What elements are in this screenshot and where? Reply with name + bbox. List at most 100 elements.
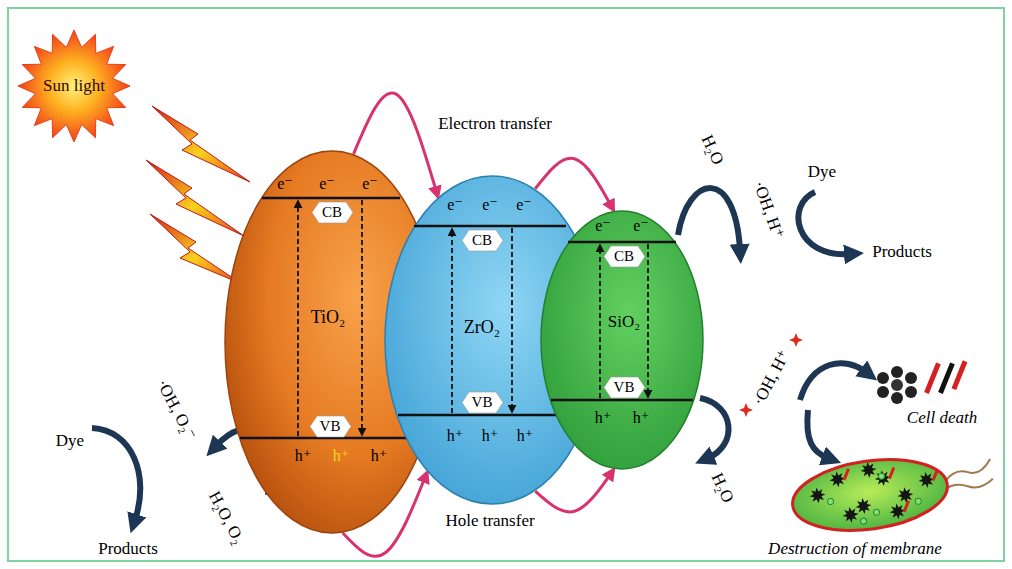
band-hexagon [312, 202, 353, 223]
dead-cell-debris-part [905, 386, 917, 398]
radical-sparks-part [739, 403, 753, 417]
band-name: VB [320, 418, 341, 435]
hole: h⁺ [595, 409, 611, 427]
species-label: ·OH, O₂⁻ [152, 377, 199, 444]
electron: e⁻ [516, 196, 532, 214]
cell-granule [915, 498, 922, 505]
species-label: H₂O, O₂ [204, 488, 247, 547]
band-label: CB [462, 230, 503, 251]
band-name: VB [472, 394, 493, 411]
source-label: Sun light [43, 77, 105, 96]
bacterium-part [943, 459, 993, 482]
particle-outline [541, 211, 703, 469]
band-edge [262, 197, 400, 200]
material-label: ZrO₂ [464, 318, 500, 338]
band-name: CB [322, 204, 342, 221]
cell-rod [932, 469, 939, 481]
radical-sparks [739, 333, 803, 417]
bacterium-part [788, 450, 952, 539]
band-label: VB [310, 416, 351, 437]
damage-spot [854, 497, 872, 515]
reaction-arrows-part [678, 188, 740, 250]
reaction-arrows-part [798, 192, 850, 254]
sun-burst: Sun light [9, 30, 139, 142]
excitation-arrow [511, 228, 513, 412]
species-label: Dye [808, 163, 836, 182]
electron: e⁻ [277, 175, 293, 193]
cell-rod [888, 467, 895, 479]
band-label: VB [462, 392, 503, 413]
species-label: ·OH, H⁺ [749, 179, 787, 242]
dead-cell-debris-part [952, 360, 968, 390]
dead-cell-debris-part [905, 372, 917, 384]
species-label: Products [872, 243, 932, 262]
cell-rod [903, 500, 910, 512]
band-hexagon [310, 416, 351, 437]
hole: h⁺ [447, 427, 463, 445]
light-rays-part [150, 214, 242, 284]
damage-spot [842, 506, 860, 524]
band-label: VB [604, 377, 645, 398]
band-edge [414, 225, 566, 228]
dead-cell-debris-part [924, 362, 941, 394]
species-label: H₂O [697, 132, 727, 168]
cell-rod [843, 468, 850, 480]
hole: h⁺ [482, 427, 498, 445]
band-name: VB [614, 379, 635, 396]
dead-cell-debris [877, 360, 967, 404]
caption-label: Destruction of membrane [768, 540, 942, 559]
frame [8, 8, 1004, 561]
band-hexagon [604, 246, 645, 267]
dead-cell-debris-part [877, 386, 889, 398]
electron: e⁻ [633, 217, 649, 235]
band-name: CB [472, 232, 492, 249]
reaction-arrows-part [700, 398, 729, 458]
radical-sparks-part [789, 333, 803, 347]
hole: h⁺ [371, 447, 387, 465]
electron: e⁻ [482, 196, 498, 214]
dead-cell-debris-part [891, 379, 903, 391]
electron: e⁻ [362, 175, 378, 193]
excitation-arrow [599, 245, 601, 398]
reaction-arrows-part [807, 410, 828, 458]
semiconductor-particle: SiO₂CBVB [540, 210, 704, 470]
band-edge [551, 399, 693, 402]
process-label: Hole transfer [442, 512, 537, 531]
band-edge [240, 437, 424, 440]
light-rays-part [152, 106, 250, 182]
cell-granule [878, 473, 885, 480]
cell-granule [873, 509, 880, 516]
dead-cell-debris-part [877, 372, 889, 384]
electron-transfer-arrow [354, 93, 438, 197]
band-name: CB [614, 248, 634, 265]
excitation-arrow [297, 201, 299, 436]
electron: e⁻ [447, 196, 463, 214]
species-label: Dye [56, 432, 84, 451]
damage-spot [859, 461, 877, 479]
hole: h⁺ [295, 447, 311, 465]
dead-cell-debris-part [891, 366, 903, 378]
band-edge [568, 241, 676, 244]
band-hexagon [462, 392, 503, 413]
process-label: Electron transfer [438, 115, 552, 134]
band-hexagon [604, 377, 645, 398]
reaction-arrows-part [800, 363, 866, 400]
species-label: ·OH, H⁺ [750, 347, 795, 409]
cell-granule [827, 498, 834, 505]
material-label: TiO₂ [311, 308, 346, 328]
damage-spot [896, 486, 914, 504]
excitation-arrow [647, 244, 649, 397]
cell-granule [860, 518, 867, 525]
species-label: H₂O [707, 470, 737, 506]
bacterium [788, 444, 997, 539]
excitation-arrow [361, 200, 363, 435]
caption-label: Cell death [907, 409, 977, 428]
bacterium-part [943, 479, 993, 492]
electron: e⁻ [595, 217, 611, 235]
hole: h⁺ [517, 427, 533, 445]
damage-spot [808, 486, 826, 504]
light-rays [146, 106, 250, 284]
